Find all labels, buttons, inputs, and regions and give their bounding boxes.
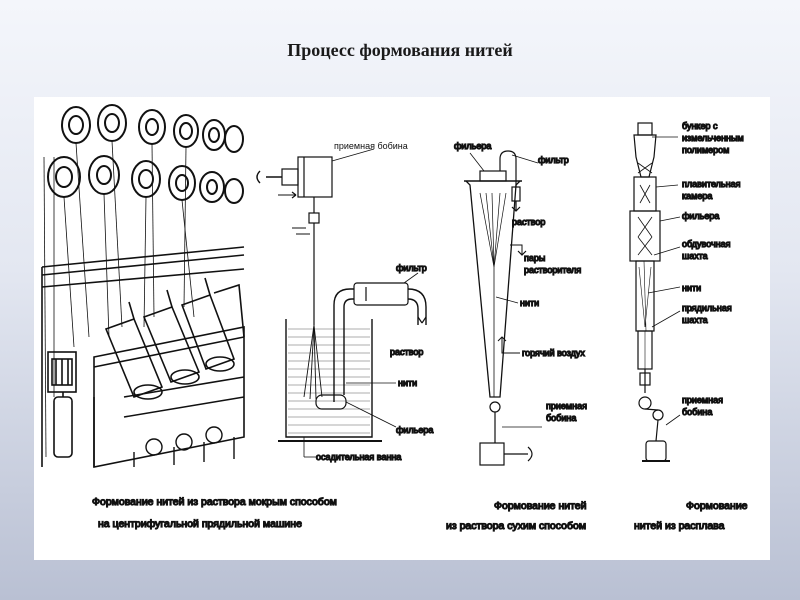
- label-dry-spinneret: фильера: [454, 141, 491, 151]
- label-bobbin: приемная бобина: [334, 141, 408, 151]
- melt-hopper: [633, 134, 657, 178]
- label-dry-filter: фильтр: [538, 155, 569, 165]
- label-dry-threads: нити: [520, 298, 539, 308]
- label-vapor-1: пары: [524, 253, 545, 263]
- label-hot-air: горячий воздух: [522, 348, 585, 358]
- label-filter: фильтр: [396, 263, 427, 273]
- caption-wet-2: на центрифугальной прядильной машине: [98, 518, 302, 530]
- label-chamber-1: плавительная: [682, 179, 741, 189]
- wet-spinning-diagram: приемная бобина: [256, 141, 434, 463]
- caption-dry-1: Формование нитей: [494, 500, 587, 512]
- label-hopper-1: бункер с: [682, 121, 718, 131]
- label-hopper-2: измельченным: [682, 133, 744, 143]
- spinneret-head: [315, 394, 347, 410]
- spinning-machine-illustration: [41, 104, 245, 468]
- dry-shaft: [465, 180, 521, 398]
- label-dry-solution: раствор: [512, 217, 545, 227]
- label-blow-2: шахта: [682, 251, 708, 261]
- label-dry-bobbin-2: бобина: [546, 413, 576, 423]
- melt-chamber: [629, 210, 661, 262]
- label-melt-spinneret: фильера: [682, 211, 719, 221]
- process-diagram: приемная бобина: [41, 104, 748, 533]
- label-threads: нити: [398, 378, 417, 388]
- dry-bobbin: [479, 442, 505, 466]
- label-solution: раствор: [390, 347, 423, 357]
- caption-wet-1: Формование нитей из раствора мокрым спос…: [92, 496, 337, 508]
- bobbin-housing: [297, 156, 333, 198]
- reels: [47, 104, 244, 204]
- caption-melt-2: нитей из расплава: [634, 520, 725, 532]
- label-melt-bobbin-2: бобина: [682, 407, 712, 417]
- label-spinneret: фильера: [396, 425, 433, 435]
- cylinders: [104, 277, 245, 400]
- pump-unit: [47, 351, 77, 458]
- slide-title: Процесс формования нитей: [287, 40, 513, 60]
- melt-bobbin: [645, 440, 667, 462]
- filter-box: [353, 282, 409, 306]
- caption-dry-2: из раствора сухим способом: [446, 520, 586, 532]
- dry-spinning-diagram: фильера фильтр раствор пары растворителя…: [453, 140, 588, 466]
- label-melt-bobbin-1: приемная: [682, 395, 723, 405]
- label-hopper-3: полимером: [682, 145, 729, 155]
- diagram-panel: приемная бобина: [34, 97, 770, 560]
- label-melt-threads: нити: [682, 283, 701, 293]
- label-spin-1: прядильная: [682, 303, 732, 313]
- label-bath: осадительная ванна: [316, 452, 401, 462]
- label-spin-2: шахта: [682, 315, 708, 325]
- label-chamber-2: камера: [682, 191, 712, 201]
- label-blow-1: обдувочная: [682, 239, 731, 249]
- label-vapor-2: растворителя: [524, 265, 581, 275]
- label-dry-bobbin-1: приемная: [546, 401, 587, 411]
- bath-vessel: [285, 319, 373, 438]
- melt-spinning-diagram: бункер с измельченным полимером плавител…: [629, 120, 744, 462]
- caption-melt-1: Формование: [686, 500, 748, 512]
